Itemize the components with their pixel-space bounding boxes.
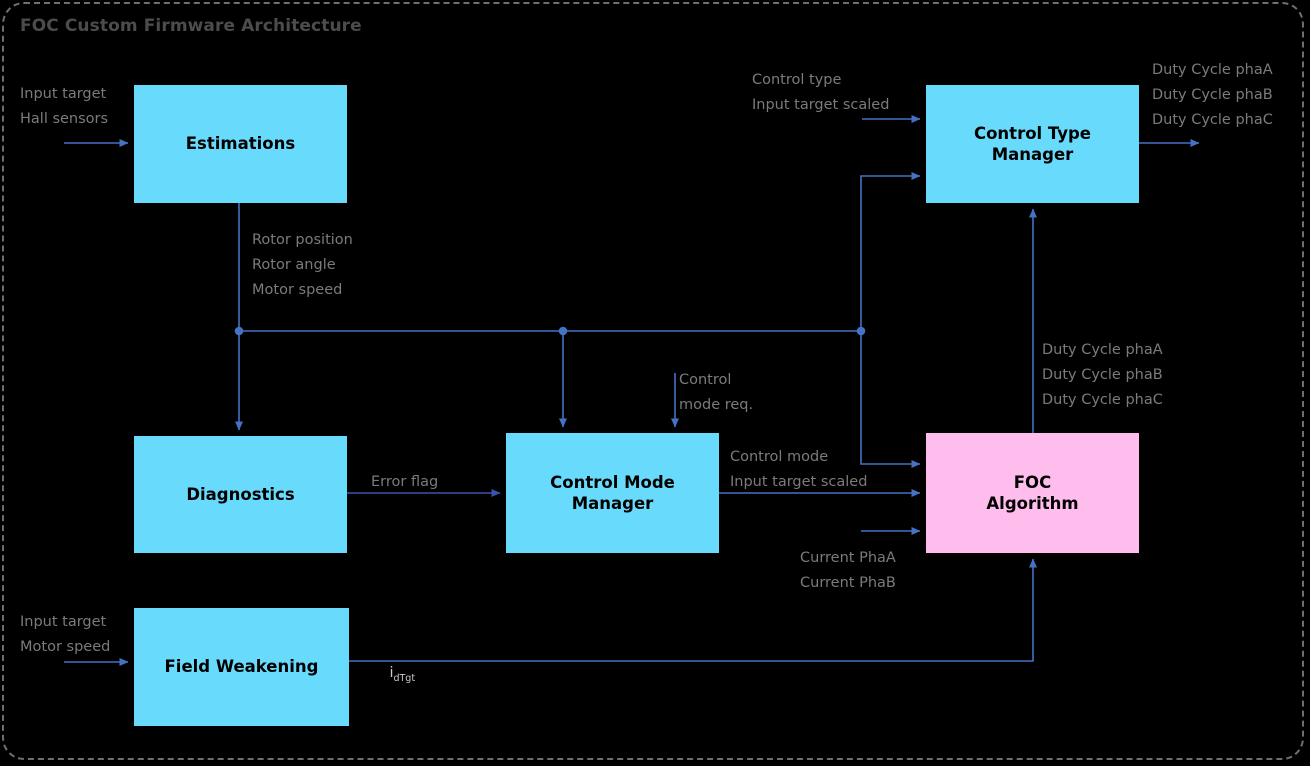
wire-bus-to-foc <box>860 331 921 468</box>
page-title: FOC Custom Firmware Architecture <box>20 16 362 36</box>
label-field-weakening-inputs: Input target Motor speed <box>20 614 111 656</box>
label-control-type-manager-outputs: Duty Cycle phaA Duty Cycle phaB Duty Cyc… <box>1152 62 1273 129</box>
block-estimations[interactable]: Estimations <box>134 85 347 203</box>
label-foc-current-inputs: Current PhaA Current PhaB <box>800 550 896 592</box>
block-control-mode-manager[interactable]: Control Mode Manager <box>506 433 719 553</box>
wire-bus-to-ctm <box>860 172 921 331</box>
block-control-type-manager[interactable]: Control Type Manager <box>926 85 1139 203</box>
block-field-weakening[interactable]: Field Weakening <box>134 608 349 726</box>
junction-right <box>856 326 866 336</box>
block-diagnostics[interactable]: Diagnostics <box>134 436 347 553</box>
label-control-type-manager-inputs: Control type Input target scaled <box>752 72 890 114</box>
label-estimations-inputs: Input target Hall sensors <box>20 86 109 128</box>
wire-field-weakening-to-foc <box>349 558 1037 662</box>
label-error-flag: Error flag <box>371 474 439 490</box>
id-target-base: i <box>389 665 394 682</box>
label-control-mode-req: Control mode req. <box>679 372 754 414</box>
block-foc-algorithm[interactable]: FOC Algorithm <box>926 433 1139 553</box>
label-id-target: idTgt <box>371 636 415 712</box>
label-estimations-outputs: Rotor position Rotor angle Motor speed <box>252 232 353 299</box>
id-target-subscript: dTgt <box>393 672 416 684</box>
junction-dots <box>234 326 866 336</box>
junction-estimations <box>234 326 244 336</box>
junction-mid <box>558 326 568 336</box>
label-foc-inputs: Control mode Input target scaled <box>730 449 868 491</box>
label-foc-duty-inputs: Duty Cycle phaA Duty Cycle phaB Duty Cyc… <box>1042 342 1163 409</box>
